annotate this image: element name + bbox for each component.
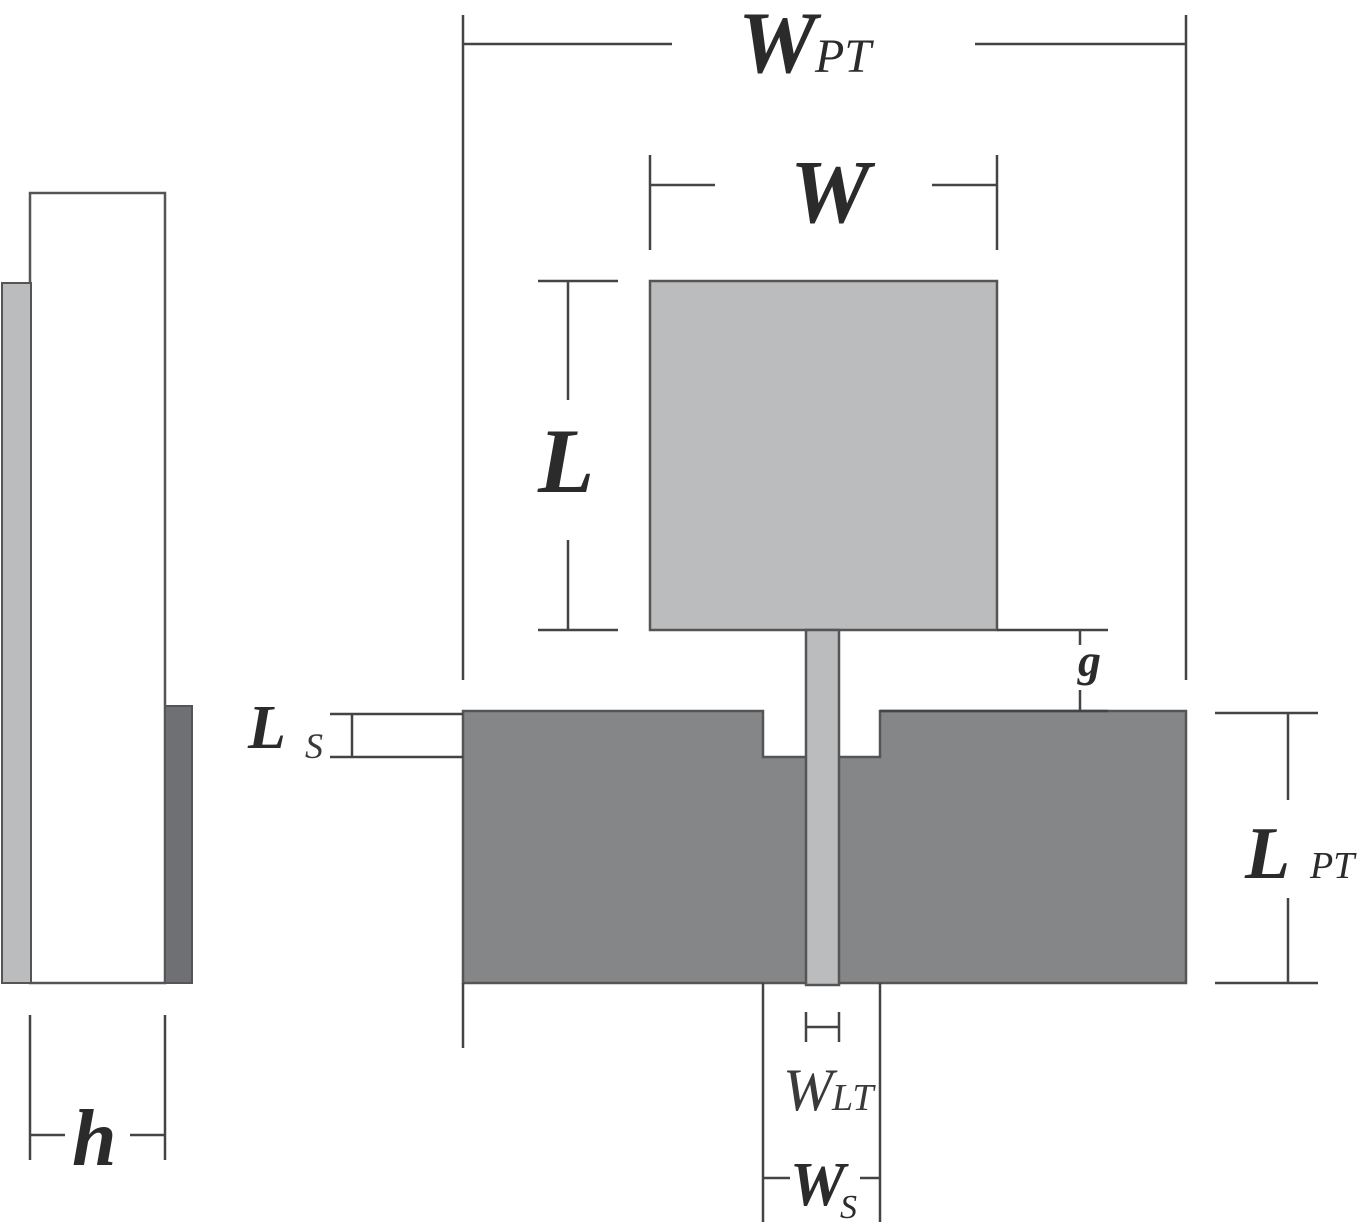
ws-label-main: W xyxy=(790,1151,849,1219)
wpt-label-main: W xyxy=(738,0,822,92)
w-label: W xyxy=(790,143,876,242)
wlt-label-main: W xyxy=(783,1057,838,1123)
l-label: L xyxy=(537,410,594,512)
side-view: h xyxy=(1,191,193,1183)
wlt-label-sub: LT xyxy=(831,1077,876,1119)
g-label: g xyxy=(1077,635,1101,686)
side-patch-layer xyxy=(1,282,32,984)
front-view: W PT W L g L S L PT xyxy=(247,0,1357,1222)
feed-line xyxy=(804,628,841,987)
h-label: h xyxy=(72,1095,117,1183)
ls-label-sub: S xyxy=(305,726,323,766)
ws-label-sub: S xyxy=(840,1189,857,1222)
side-ground-layer xyxy=(164,705,193,984)
ls-label-main: L xyxy=(247,694,286,762)
radiating-patch xyxy=(648,279,999,632)
lpt-label-sub: PT xyxy=(1309,845,1357,887)
wpt-label-sub: PT xyxy=(814,30,874,83)
substrate-body xyxy=(28,191,167,985)
lpt-label-main: L xyxy=(1244,813,1290,895)
